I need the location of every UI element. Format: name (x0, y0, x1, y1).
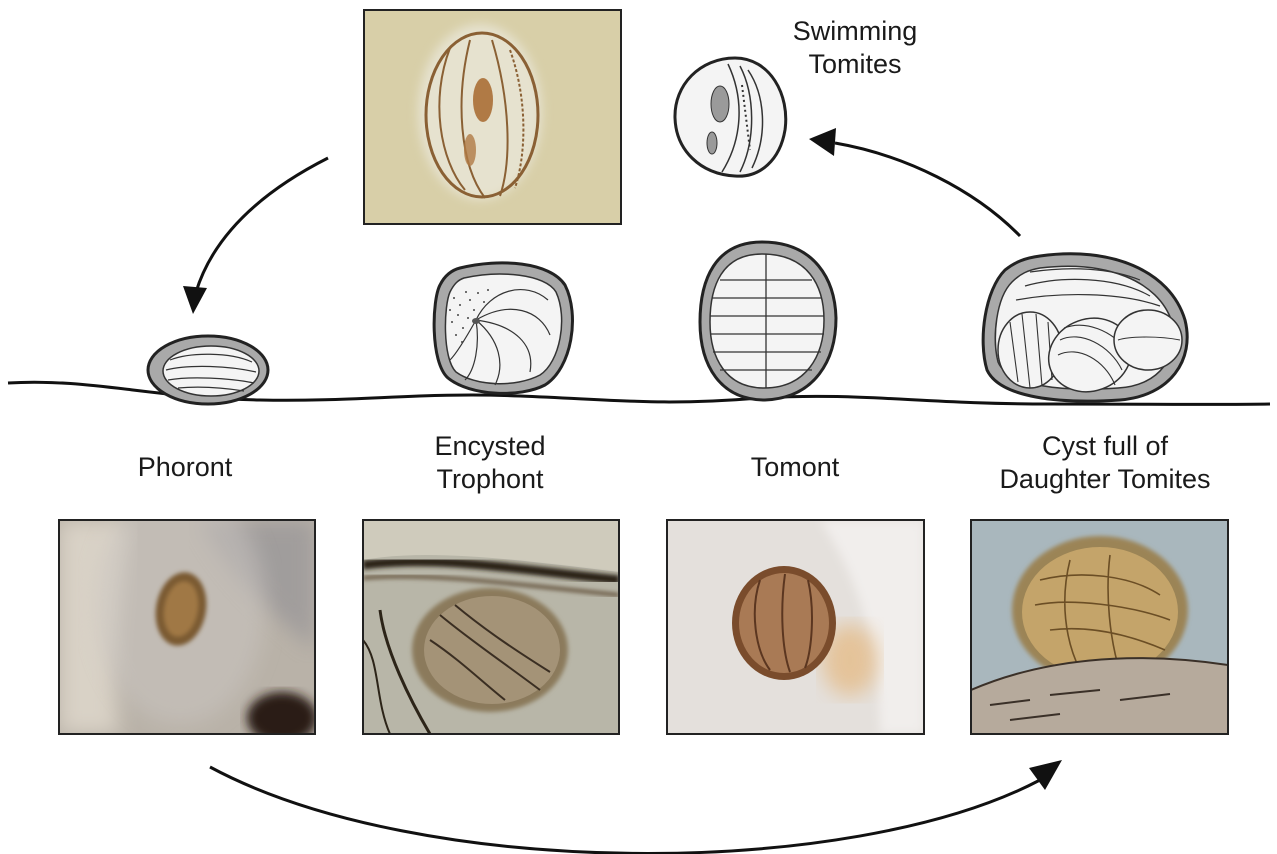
label-line: Swimming (760, 15, 950, 48)
encysted-trophont-drawing (434, 263, 572, 394)
label-phoront: Phoront (90, 451, 280, 484)
label-line: Trophont (385, 463, 595, 496)
arrow-theront-to-phoront (196, 158, 328, 292)
micrograph-theront (364, 10, 621, 224)
arrow-cyst-to-swimming (835, 143, 1020, 236)
label-tomont: Tomont (700, 451, 890, 484)
cyst-drawing (983, 254, 1187, 403)
label-line: Daughter Tomites (960, 463, 1250, 496)
phoront-drawing (148, 336, 268, 404)
arrow-head-icon (809, 128, 836, 156)
label-cyst-daughter-tomites: Cyst full of Daughter Tomites (960, 430, 1250, 496)
label-encysted-trophont: Encysted Trophont (385, 430, 595, 496)
micrograph-tomont (667, 520, 924, 734)
label-swimming-tomites: Swimming Tomites (760, 15, 950, 81)
micrograph-trophont (363, 520, 619, 734)
arrow-head-icon (183, 286, 207, 314)
label-line: Tomites (760, 48, 950, 81)
arrow-head-icon (1029, 760, 1062, 790)
tomont-drawing (700, 242, 836, 400)
label-line: Tomont (700, 451, 890, 484)
micrograph-phoront (59, 485, 317, 744)
label-line: Phoront (90, 451, 280, 484)
cycle-arrows (183, 128, 1062, 853)
micrograph-cyst (971, 520, 1228, 734)
label-line: Encysted (385, 430, 595, 463)
arrow-bottom-return (210, 767, 1040, 853)
label-line: Cyst full of (960, 430, 1250, 463)
